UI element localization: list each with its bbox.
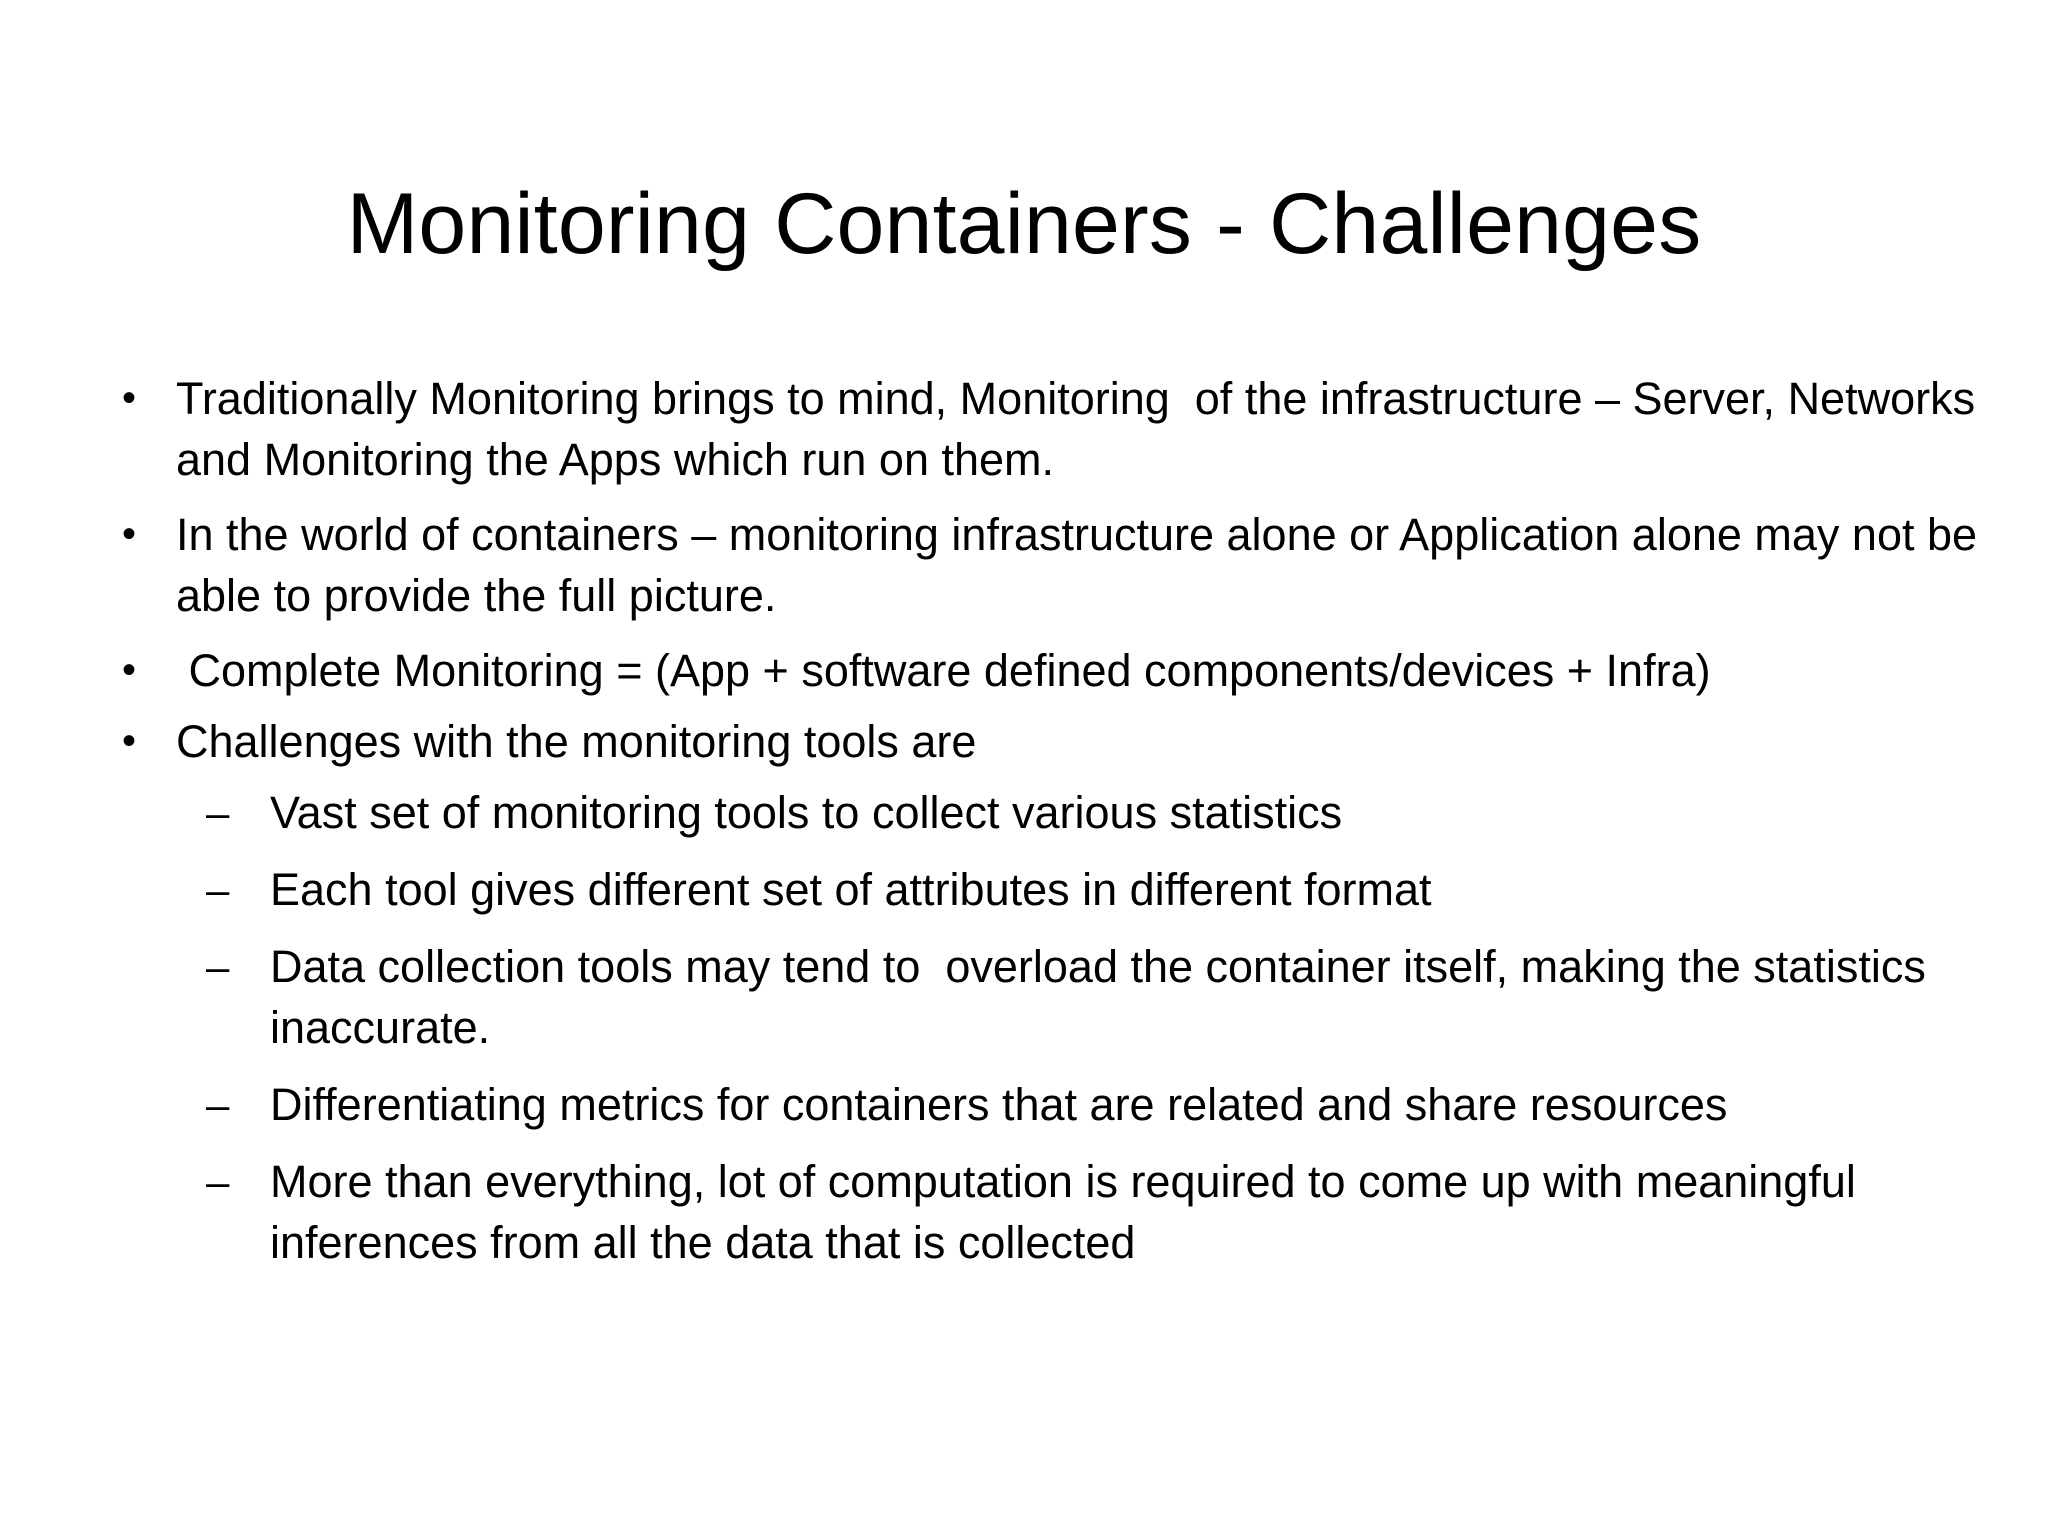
bullet-text: Traditionally Monitoring brings to mind,… (176, 373, 2001, 485)
sub-bullet-text: Vast set of monitoring tools to collect … (270, 787, 1343, 838)
dash-marker-icon: – (206, 1081, 230, 1128)
dash-marker-icon: – (206, 1158, 230, 1205)
bullet-item: • In the world of containers – monitorin… (104, 504, 2004, 626)
bullet-text: In the world of containers – monitoring … (176, 509, 1990, 621)
bullet-item: • Traditionally Monitoring brings to min… (104, 368, 2004, 490)
bullet-item: • Challenges with the monitoring tools a… (104, 711, 2004, 772)
sub-bullet-item: – More than everything, lot of computati… (104, 1151, 2004, 1273)
sub-bullet-text: More than everything, lot of computation… (270, 1156, 1869, 1268)
bullet-marker-icon: • (122, 648, 137, 692)
sub-bullet-text: Data collection tools may tend to overlo… (270, 941, 1939, 1053)
bullet-text: Challenges with the monitoring tools are (176, 716, 977, 767)
sub-bullet-item: – Data collection tools may tend to over… (104, 936, 2004, 1058)
dash-marker-icon: – (206, 789, 230, 836)
sub-bullet-item: – Differentiating metrics for containers… (104, 1074, 2004, 1135)
dash-marker-icon: – (206, 943, 230, 990)
sub-bullet-item: – Each tool gives different set of attri… (104, 859, 2004, 920)
bullet-text: Complete Monitoring = (App + software de… (176, 645, 1711, 696)
dash-marker-icon: – (206, 866, 230, 913)
slide-body-content: • Traditionally Monitoring brings to min… (104, 368, 2004, 1289)
bullet-item: • Complete Monitoring = (App + software … (104, 640, 2004, 701)
sub-bullet-text: Differentiating metrics for containers t… (270, 1079, 1728, 1130)
bullet-marker-icon: • (122, 719, 137, 763)
slide-title: Monitoring Containers - Challenges (346, 175, 1702, 272)
bullet-marker-icon: • (122, 512, 137, 556)
bullet-marker-icon: • (122, 376, 137, 420)
sub-bullet-item: – Vast set of monitoring tools to collec… (104, 782, 2004, 843)
sub-bullet-text: Each tool gives different set of attribu… (270, 864, 1432, 915)
